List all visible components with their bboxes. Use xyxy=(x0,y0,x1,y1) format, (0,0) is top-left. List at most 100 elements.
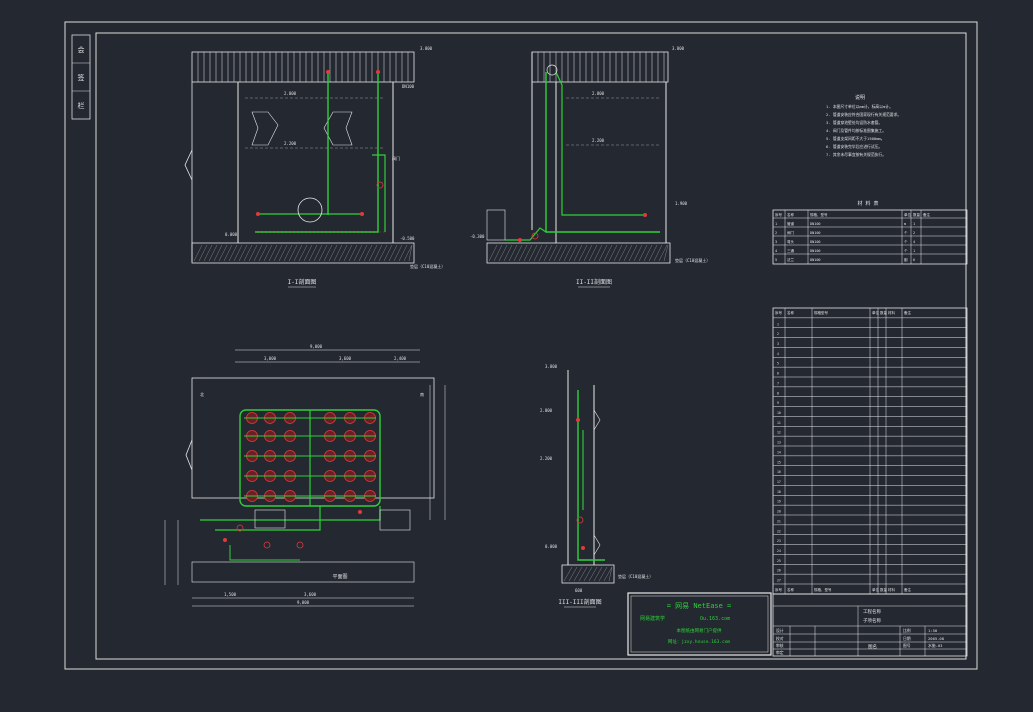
sec3-dim-a: 600 xyxy=(575,588,583,593)
sec2-ground-label: 垫层（C10混凝土） xyxy=(675,257,710,263)
plan-bottom-dim-a: 1,500 xyxy=(224,592,237,597)
sec1-elev-floor: -0.500 xyxy=(400,236,415,241)
table2-row-number: 14 xyxy=(777,450,781,454)
watermark-line-2: 网址：jzxy.house.163.com xyxy=(668,638,731,645)
sec3-elev-c: 2.200 xyxy=(540,456,553,461)
table2-footer-cell: 名称 xyxy=(787,587,795,592)
sec1-elev-mid: 2.200 xyxy=(284,141,297,146)
tb-check-label: 校对 xyxy=(776,636,784,641)
table2-footer-cell: 规格、型号 xyxy=(814,587,832,592)
sec2-elev-top: 3.800 xyxy=(672,46,685,51)
tb-number-label: 图号 xyxy=(903,643,911,648)
sec1-ground-label: 垫层（C10混凝土） xyxy=(410,263,445,269)
table1-header-cell: 数量 xyxy=(913,212,921,217)
sec3-title: III-III剖面图 xyxy=(558,598,601,606)
table2-row-number: 4 xyxy=(777,352,779,356)
table2-row-number: 18 xyxy=(777,490,781,494)
sec3-elev-d: 0.000 xyxy=(545,544,558,549)
table1-cell: 5 xyxy=(775,258,777,262)
inner-frame xyxy=(95,32,967,660)
note-line-6: 6. 管道安装完毕后应进行试压。 xyxy=(826,144,882,149)
table2-footer-cell: 单位 xyxy=(872,587,880,592)
table2-row-number: 20 xyxy=(777,510,781,514)
strip-char-1: 会 xyxy=(78,45,85,54)
table2-row-number: 22 xyxy=(777,529,781,533)
table1-cell: DN100 xyxy=(810,249,821,253)
tb-date-value: 2005.08 xyxy=(928,636,945,641)
table1-header-cell: 序号 xyxy=(775,212,783,217)
plan-dim-a: 3,000 xyxy=(264,356,277,361)
plan-bottom-total: 9,000 xyxy=(297,600,310,605)
plan-bottom-dim-b: 3,600 xyxy=(304,592,317,597)
watermark-sub-left: 网易建筑学 xyxy=(640,615,665,622)
plan-dim-c: 2,400 xyxy=(394,356,407,361)
table1-cell: 个 xyxy=(904,248,908,253)
table1-header-cell: 名称 xyxy=(787,212,795,217)
table1-cell: 1 xyxy=(775,222,777,226)
table2-row-number: 21 xyxy=(777,519,781,523)
table2-header-cell: 备注 xyxy=(904,310,912,315)
table2-footer-cell: 序号 xyxy=(775,587,783,592)
table2-header-cell: 序号 xyxy=(775,310,783,315)
table2-header-cell: 规格型号 xyxy=(814,310,828,315)
plan-room-south: 南 xyxy=(420,391,424,397)
section-1-drawing: 3.800 2.800 2.200 0.000 -0.500 DN100 阀门 … xyxy=(184,46,445,288)
table1-cell: 3 xyxy=(775,240,777,244)
table1-cell: 1 xyxy=(913,249,915,253)
strip-char-2: 签 xyxy=(78,73,85,82)
table1-cell: 4 xyxy=(775,249,777,253)
sec2-elev-left: -0.300 xyxy=(470,234,485,239)
tb-date-label: 日期 xyxy=(903,636,911,641)
tb-sub-label: 子项名称 xyxy=(863,617,881,624)
sec3-elev-a: 3.800 xyxy=(545,364,558,369)
table2-footer-cell: 材料 xyxy=(888,587,896,592)
tb-drawing-label: 图名 xyxy=(868,643,877,650)
sec1-elev-top: 3.800 xyxy=(420,46,433,51)
table2-row-number: 8 xyxy=(777,391,779,395)
sec1-elev-base: 0.000 xyxy=(225,232,238,237)
table1-cell: 阀门 xyxy=(787,230,795,235)
table1-cell: 2 xyxy=(913,231,915,235)
table2-row-number: 13 xyxy=(777,441,781,445)
table2-row-number: 11 xyxy=(777,421,781,425)
table2-row-number: 23 xyxy=(777,539,781,543)
title-block: 工程名称 子项名称 图名 设计 校对 审核 审定 比例 日期 图号 1:50 2… xyxy=(772,593,968,657)
note-line-7: 7. 其余未尽事宜按有关规范执行。 xyxy=(826,152,886,157)
plan-room-north: 北 xyxy=(200,391,204,397)
table2-row-number: 3 xyxy=(777,342,779,346)
sec1-elev-water: 2.800 xyxy=(284,91,297,96)
table2-row-number: 6 xyxy=(777,372,779,376)
table1-cell: 弯头 xyxy=(787,239,795,244)
table1-cell: DN100 xyxy=(810,231,821,235)
plan-dim-b: 3,600 xyxy=(339,356,352,361)
table2-row-number: 19 xyxy=(777,500,781,504)
table2-row-number: 16 xyxy=(777,470,781,474)
table2-row-number: 7 xyxy=(777,381,779,385)
table1-cell: m xyxy=(904,222,906,226)
tb-scale-value: 1:50 xyxy=(928,628,938,633)
table2-row-number: 26 xyxy=(777,569,781,573)
table1-cell: 管道 xyxy=(787,221,795,226)
outer-frame xyxy=(64,21,978,670)
table1-cell: 6 xyxy=(913,258,915,262)
table1-cell: 个 xyxy=(904,230,908,235)
table1-title: 材 料 表 xyxy=(857,200,878,207)
table1-cell: 副 xyxy=(904,257,908,262)
table1-cell: 1 xyxy=(913,222,915,226)
note-line-2: 2. 管道安装应符合国家现行有关规范要求。 xyxy=(826,112,901,117)
plan-dim-total: 9,000 xyxy=(310,344,323,349)
sec3-elev-b: 2.800 xyxy=(540,408,553,413)
sec2-elev-water: 2.800 xyxy=(592,91,605,96)
table2-row-number: 25 xyxy=(777,559,781,563)
tb-number-value: 水施-03 xyxy=(928,643,942,648)
tb-review-label: 审核 xyxy=(776,643,784,648)
netease-watermark: = 网易 NetEase = 网易建筑学 Ou.163.com 本图纸由网易门户… xyxy=(627,592,772,656)
material-table-2: 序号名称规格型号单位数量材料备注序号名称规格、型号单位数量材料备注1234567… xyxy=(772,307,968,595)
table1-cell: DN100 xyxy=(810,222,821,226)
table1-cell: DN100 xyxy=(810,240,821,244)
watermark-line-1: 本图纸由网易门户提供 xyxy=(677,627,722,634)
table2-row-number: 5 xyxy=(777,362,779,366)
table2-footer-cell: 备注 xyxy=(904,587,912,592)
